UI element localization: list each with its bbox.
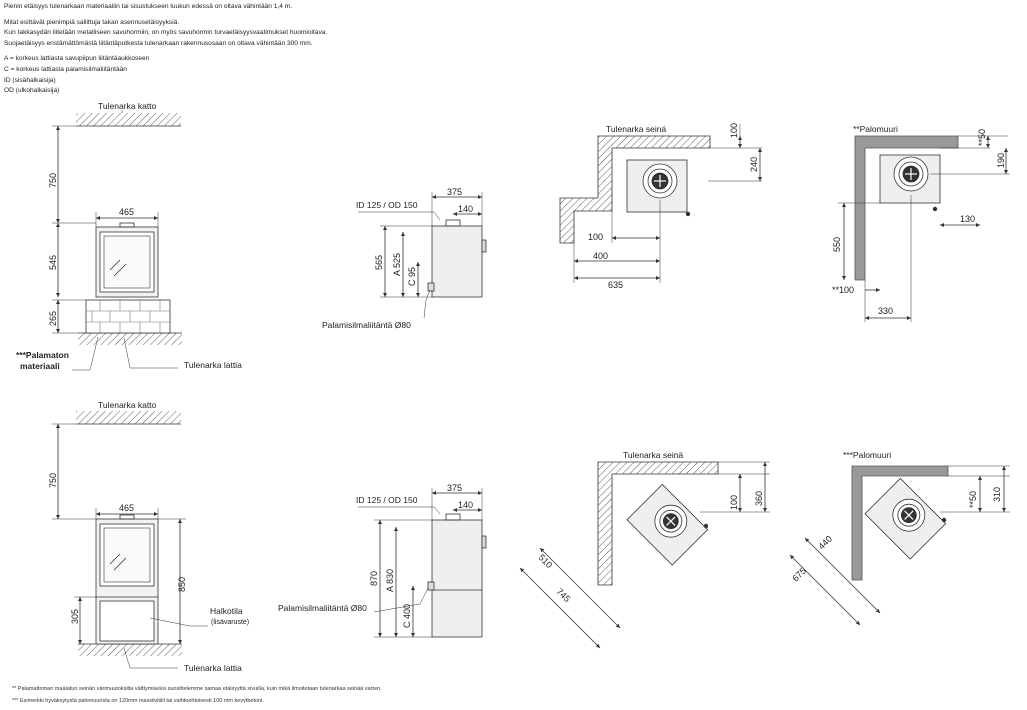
intro-line: OD (ulkohalkaisija) [4,87,60,95]
dim-value: 750 [48,173,58,188]
intro-line: C = korkeus lattiasta palamisilmaliitänt… [4,65,127,73]
intro-line: ID (sisähalkaisija) [4,76,56,84]
dim-value: 100 [588,232,603,242]
wall-plan-top [559,124,762,283]
intro-line: Suojaetäisyys eristämättömästä liitäntäp… [4,39,313,47]
dim-value: 100 [729,495,739,510]
dim-value: **50 [968,491,978,508]
dim-value: 440 [816,534,834,552]
diagram-labels: Tulenarka katto Tulenarka lattia ***Pala… [16,101,898,673]
corner-firewall-plan [789,465,1010,626]
dim-value: 870 [369,571,379,586]
dim-value: 550 [832,237,842,252]
dim-value: 100 [729,123,739,138]
dim-value: 400 [593,251,608,261]
dim-value: 635 [608,280,623,290]
firewall-label: ***Palomuuri [843,450,891,460]
ceiling-label: Tulenarka katto [98,101,157,111]
flue-label: ID 125 / OD 150 [356,495,418,505]
ceiling-label: Tulenarka katto [98,400,157,410]
dim-value: 310 [992,487,1002,502]
corner-wall-plan [519,461,770,649]
dim-value: 140 [458,500,473,510]
dim-value: 240 [749,157,759,172]
front-view-bottom [52,411,208,669]
front-view-top [52,110,182,371]
intro-line: Mitat esittävät pienimpiä sallittuja tak… [4,18,180,26]
dim-value: C 400 [402,604,412,628]
intro-line: A = korkeus lattiasta savupiipun liitänt… [4,55,150,63]
shelf-label: (lisävaruste) [211,619,249,626]
side-view-bottom [358,488,487,638]
firewall-plan-top [838,135,1010,322]
dim-value: 545 [48,255,58,270]
dim-value: 190 [996,153,1006,168]
dim-value: 360 [754,491,764,506]
dim-value: 305 [70,609,80,624]
dim-value: 375 [447,187,462,197]
intro-line: Pienin etäisyys tulenarkaan materiaaliin… [4,3,293,10]
dim-value: 130 [960,214,975,224]
dim-value: 465 [119,503,134,513]
dim-value: **50 [977,129,987,146]
side-view-top [358,192,487,319]
dim-value: 465 [119,207,134,217]
dim-value: A 525 [392,253,402,276]
air-inlet-label: Palamisilmaliitäntä Ø80 [278,603,367,613]
dim-value: A 830 [385,569,395,592]
flue-label: ID 125 / OD 150 [356,200,418,210]
dim-value: 510 [537,552,555,570]
dim-value: 750 [48,473,58,488]
dim-value: **100 [832,285,854,295]
floor-label: Tulenarka lattia [184,360,242,370]
wall-label: Tulenarka seinä [623,450,683,460]
dim-value: 140 [458,204,473,214]
dim-value: 745 [555,586,573,604]
intro-line: Kun takkasydän liitetään metalliseen sav… [4,29,328,37]
dim-value: 265 [48,311,58,326]
air-inlet-label: Palamisilmaliitäntä Ø80 [322,320,411,330]
wall-label: Tulenarka seinä [606,124,666,134]
footnote: ** Palamattoman maalatun seinän värimuut… [12,686,382,692]
dim-value: 850 [177,577,187,592]
noncombustible-label: materiaali [20,361,60,371]
noncombustible-label: ***Palamaton [16,350,69,360]
floor-label: Tulenarka lattia [184,663,242,673]
dim-value: C 95 [407,267,417,286]
dim-value: 675 [790,566,808,584]
intro-text: Pienin etäisyys tulenarkaan materiaaliin… [4,2,524,97]
dim-value: 375 [447,483,462,493]
dim-value: 330 [878,306,893,316]
footnote: *** Esimerkki hyväksytystä palomuurista … [12,698,264,704]
dim-value: 565 [374,255,384,270]
shelf-label: Halkotila [210,606,243,616]
firewall-label: **Palomuuri [853,124,898,134]
